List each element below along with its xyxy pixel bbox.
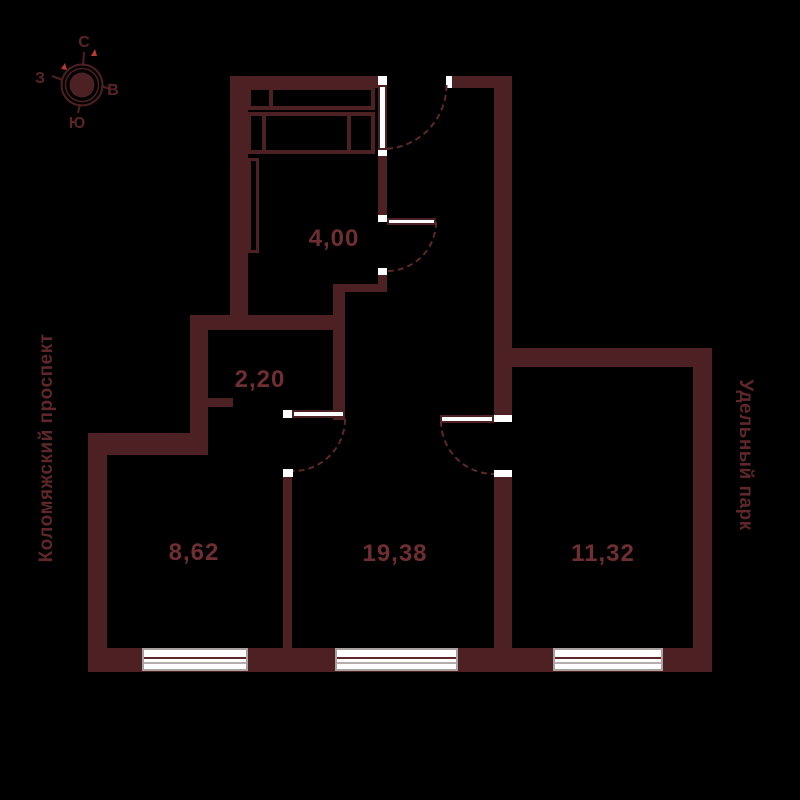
wall-top-left xyxy=(230,76,378,88)
compass-red-mark xyxy=(61,63,67,70)
street-label-left: Коломяжский проспект xyxy=(36,333,57,563)
wall-outer-right xyxy=(693,348,712,672)
compass-east-line xyxy=(100,85,111,90)
door-jamb xyxy=(378,76,387,88)
wall-left-upper xyxy=(230,76,248,330)
wall-corridor-upper xyxy=(494,85,512,415)
door-leaf xyxy=(387,218,436,225)
wardrobe-box xyxy=(347,112,375,154)
door-jamb xyxy=(378,150,387,156)
wardrobe-box xyxy=(269,86,375,110)
compass-red-mark xyxy=(91,49,97,56)
compass-disc xyxy=(69,72,95,98)
wall-room-right-top xyxy=(512,348,712,367)
compass-north-line xyxy=(82,51,85,67)
wall-vestibule-bottom xyxy=(333,284,384,292)
wall-stub-door xyxy=(378,275,387,292)
wall-hall-top xyxy=(190,315,345,330)
door-jamb xyxy=(378,268,387,275)
wall-hall-right xyxy=(333,284,345,420)
door-jamb xyxy=(283,410,293,418)
compass-west-line xyxy=(51,75,64,81)
door-jamb xyxy=(283,469,293,477)
door-jamb xyxy=(378,215,387,222)
room-area-label: 2,20 xyxy=(234,366,286,393)
compass-outer-ring xyxy=(60,63,104,107)
compass-rose: С В Ю З xyxy=(35,34,119,132)
wall-corridor-lower xyxy=(494,477,512,648)
wall-entry-divider xyxy=(378,156,387,215)
window xyxy=(335,648,458,671)
shaft-outline xyxy=(248,158,259,253)
door-arc-room-right xyxy=(440,420,495,475)
window xyxy=(142,648,248,671)
park-label-right: Удельный парк xyxy=(735,379,756,531)
wall-room-divider xyxy=(283,477,292,648)
compass-letter-west: З xyxy=(35,70,45,87)
door-arc-hallway xyxy=(386,221,437,272)
door-jamb xyxy=(494,415,512,422)
door-leaf xyxy=(292,410,345,418)
compass-inner-ring xyxy=(64,67,100,103)
compass-letter-south: Ю xyxy=(69,115,86,132)
room-area-label: 11,32 xyxy=(571,540,635,567)
room-area-label: 8,62 xyxy=(168,539,220,566)
door-jamb xyxy=(446,76,452,88)
door-leaf xyxy=(440,415,494,423)
door-arc-room-left xyxy=(292,418,346,472)
wall-hall-bottom-stub xyxy=(206,398,233,407)
room-area-label: 19,38 xyxy=(362,540,428,567)
wall-left-mid xyxy=(190,315,208,455)
compass-south-line xyxy=(77,103,81,114)
door-arc-entrance xyxy=(382,84,448,150)
wall-step-top xyxy=(88,433,208,455)
compass-letter-east: В xyxy=(107,82,119,99)
room-area-label: 4,00 xyxy=(308,225,360,252)
wall-outer-left xyxy=(88,433,107,672)
door-jamb xyxy=(494,470,512,477)
window xyxy=(553,648,663,671)
compass-letter-north: С xyxy=(78,34,90,51)
